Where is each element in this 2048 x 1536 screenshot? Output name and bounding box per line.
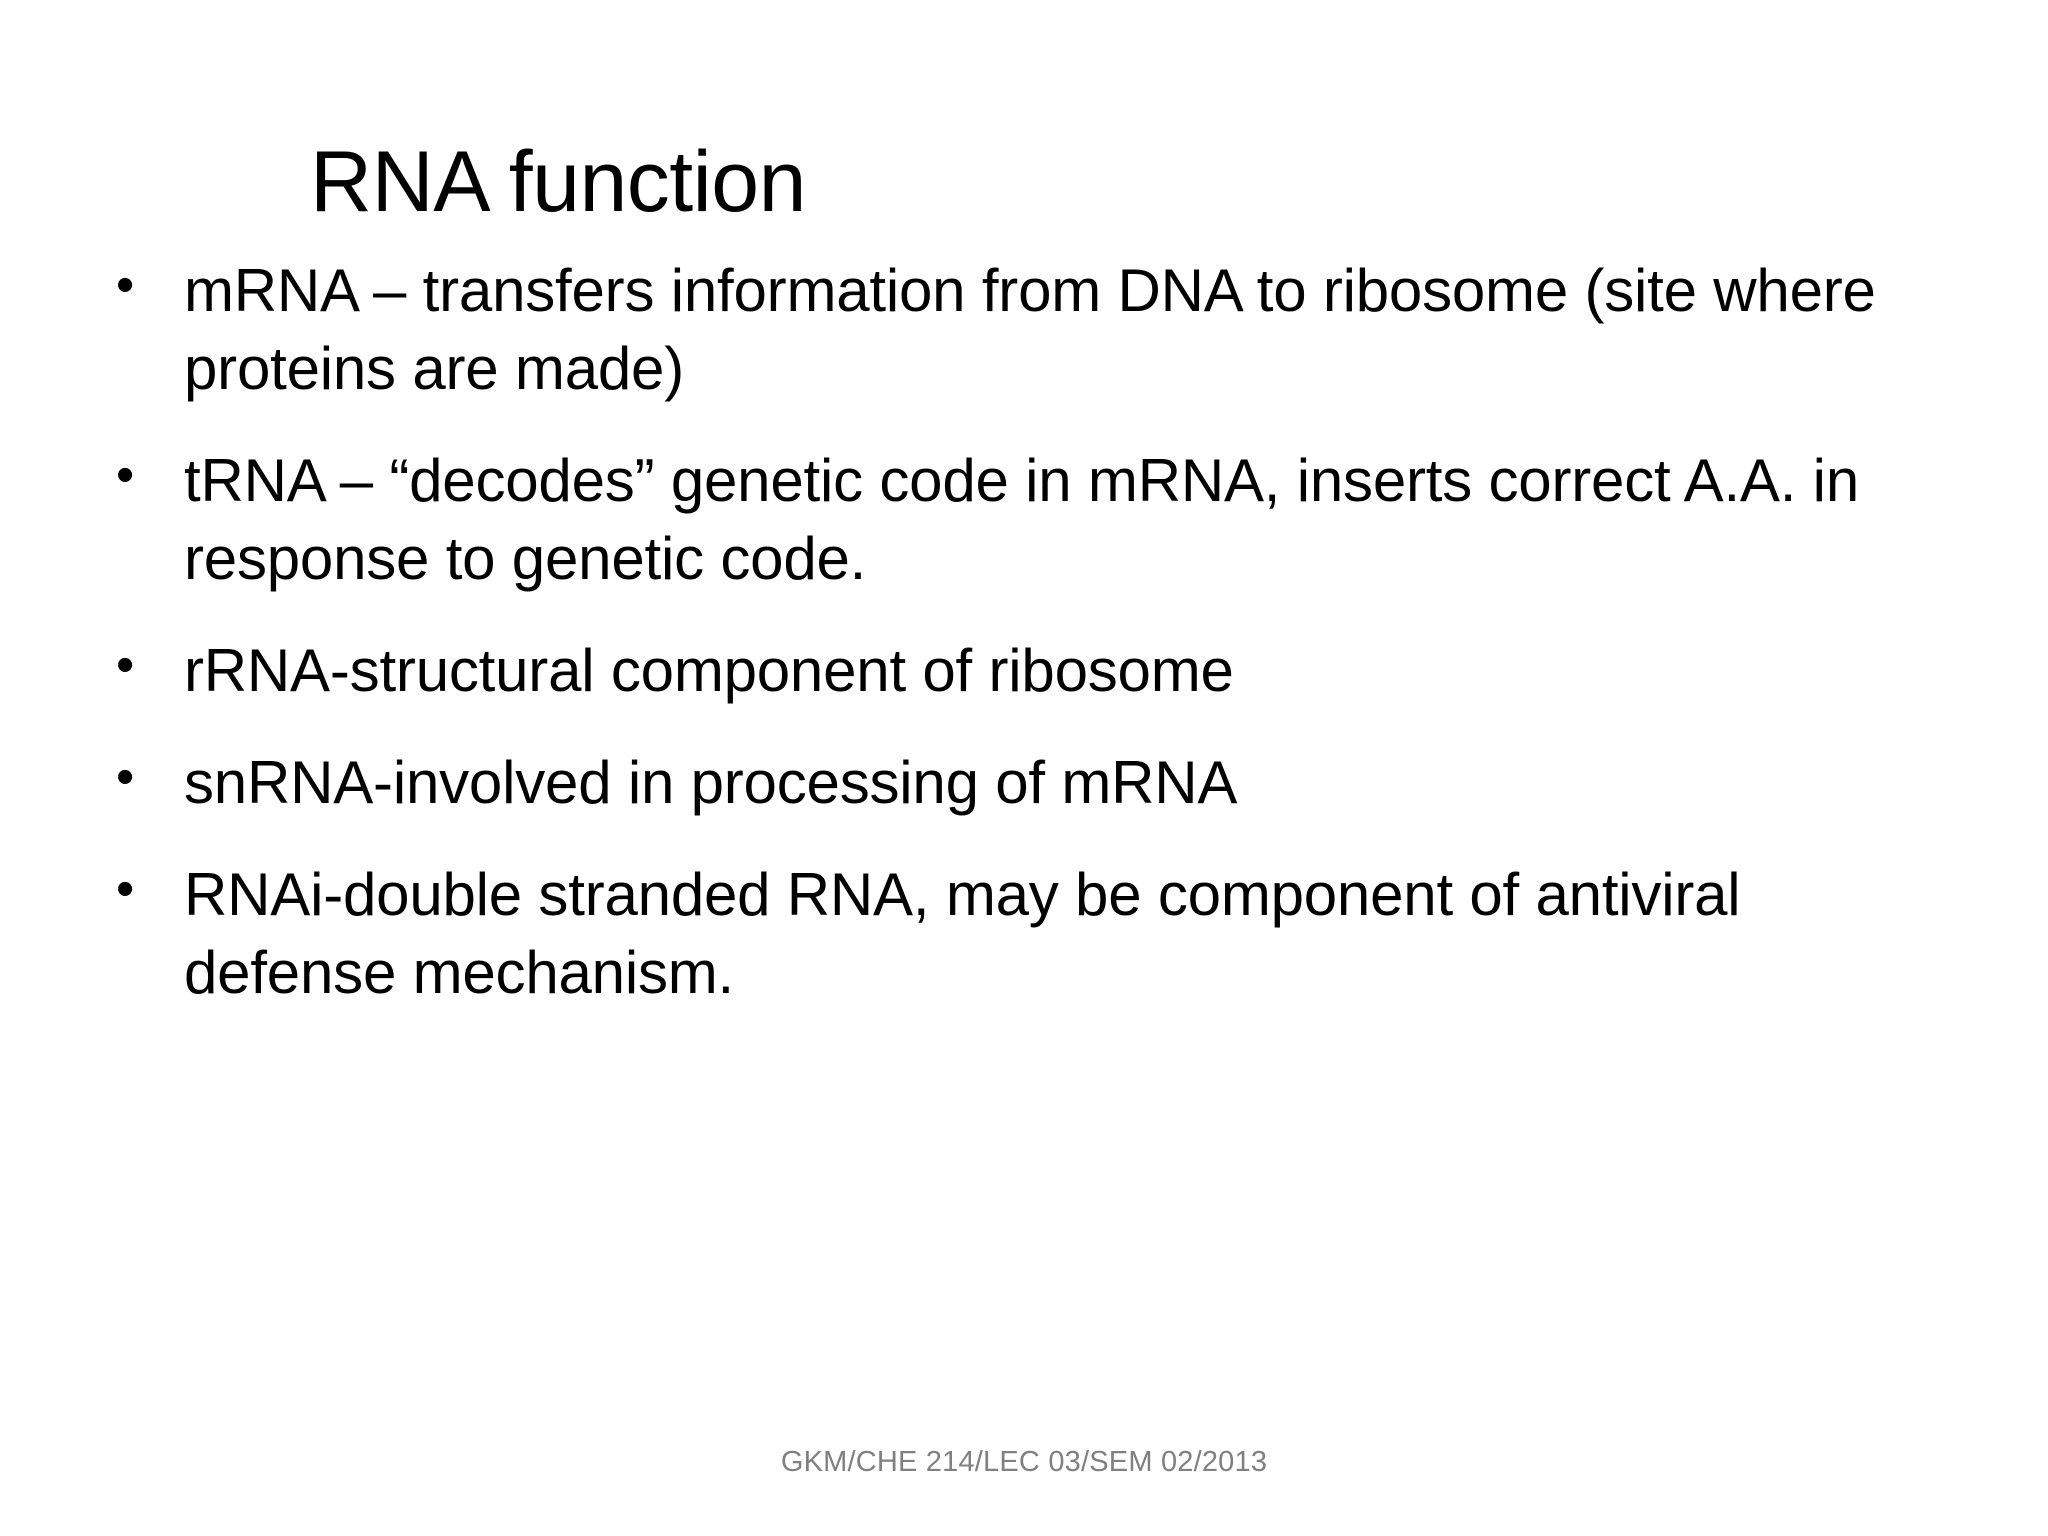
list-item: • rRNA-structural component of ribosome	[96, 632, 1966, 710]
list-item: • mRNA – transfers information from DNA …	[96, 252, 1966, 408]
list-item: • tRNA – “decodes” genetic code in mRNA,…	[96, 442, 1966, 598]
bullet-point-icon: •	[116, 748, 135, 806]
slide-footer: GKM/CHE 214/LEC 03/SEM 02/2013	[780, 1446, 1268, 1478]
bullet-point-icon: •	[116, 256, 135, 314]
bullet-list: • mRNA – transfers information from DNA …	[96, 252, 1966, 1046]
bullet-point-icon: •	[116, 860, 135, 918]
bullet-point-icon: •	[116, 636, 135, 694]
list-item-text: tRNA – “decodes” genetic code in mRNA, i…	[184, 447, 1859, 592]
list-item-text: RNAi-double stranded RNA, may be compone…	[184, 861, 1741, 1006]
bullet-point-icon: •	[116, 446, 135, 504]
list-item-text: rRNA-structural component of ribosome	[184, 637, 1234, 704]
list-item-text: snRNA-involved in processing of mRNA	[184, 749, 1238, 816]
page-title: RNA function	[310, 133, 806, 230]
list-item: • snRNA-involved in processing of mRNA	[96, 744, 1966, 822]
list-item-text: mRNA – transfers information from DNA to…	[184, 257, 1876, 402]
list-item: • RNAi-double stranded RNA, may be compo…	[96, 856, 1966, 1012]
